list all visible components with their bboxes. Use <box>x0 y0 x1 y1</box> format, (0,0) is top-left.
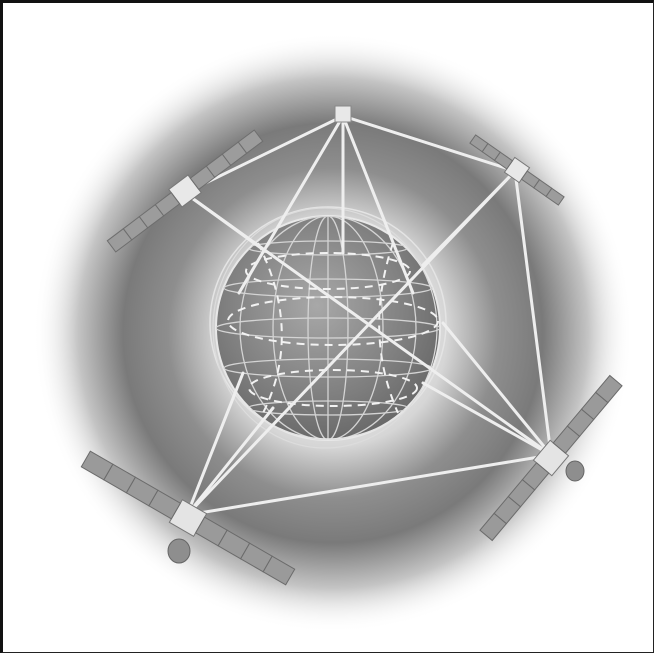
satellite-constellation-illustration <box>3 3 654 656</box>
antenna-dish-lower-right <box>566 461 584 481</box>
satellite-top <box>335 106 351 122</box>
antenna-dish-lower-left <box>168 539 190 563</box>
